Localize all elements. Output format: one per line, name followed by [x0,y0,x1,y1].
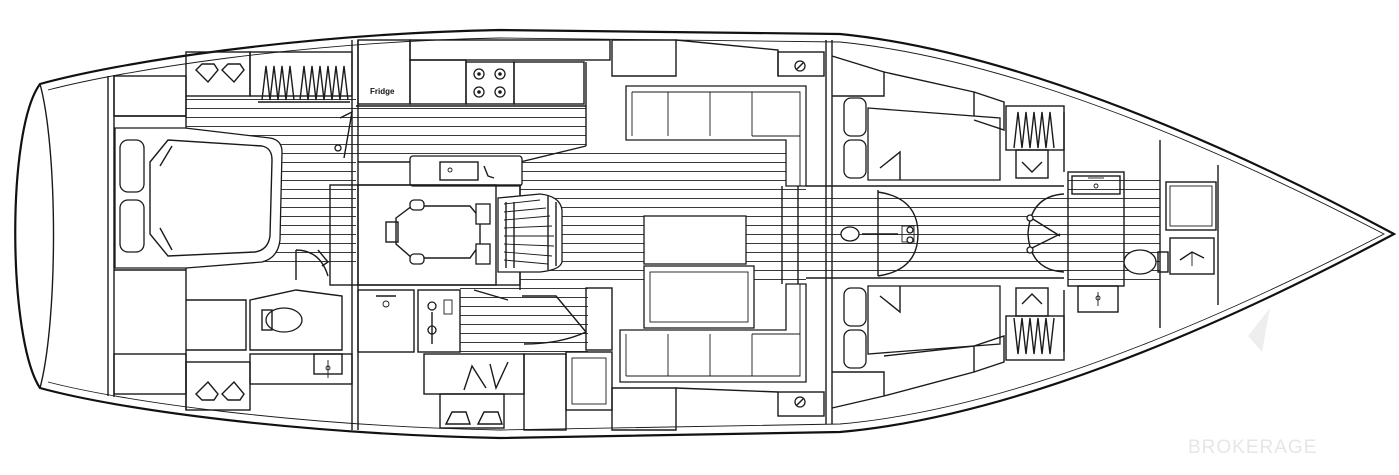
berth-stbd [867,285,1001,355]
toilet-icon [1123,249,1157,275]
saloon-settee-port [625,85,807,187]
chair-icon [444,411,471,425]
toilet-icon [265,307,303,333]
wardrobe-hangers [261,65,295,101]
saloon-table-leaf [643,265,755,329]
pillow [843,97,867,137]
berth-port [867,107,1001,181]
aft-heads [186,249,343,378]
wardrobe-hangers [1013,111,1055,149]
chair-icon [476,411,503,425]
owner-berth [114,127,283,269]
door-swing [523,331,587,345]
chair-icon [475,243,491,265]
fridge-label: Fridge [370,87,395,96]
saloon-table [643,215,747,265]
aft-lockers [185,51,353,411]
forward-head [1067,171,1217,313]
door-swing [1027,193,1065,273]
aft-guest-area [357,287,613,431]
watermark-logo [1248,308,1270,352]
chair-icon [195,63,245,401]
pillow [843,329,867,369]
sink-icon [840,226,860,242]
forward-guest-cabins [831,55,1065,409]
pillow [119,139,145,193]
watermark: BROKERAGE [1188,437,1317,458]
aft-owner-cabin [113,75,283,410]
chair-icon [475,203,491,225]
saloon [611,39,825,431]
pillow [119,199,145,253]
door-swing [295,249,329,277]
pillow [843,287,867,327]
saloon-settee-stbd [619,283,807,383]
nav-station [329,155,523,286]
door-swing [877,191,919,277]
galley: Fridge [334,39,611,163]
companionway-steps [497,193,563,273]
forward-corridor [806,185,1065,279]
pillow [843,139,867,179]
aft-hall-floor [460,288,588,352]
door-swing [339,110,353,159]
